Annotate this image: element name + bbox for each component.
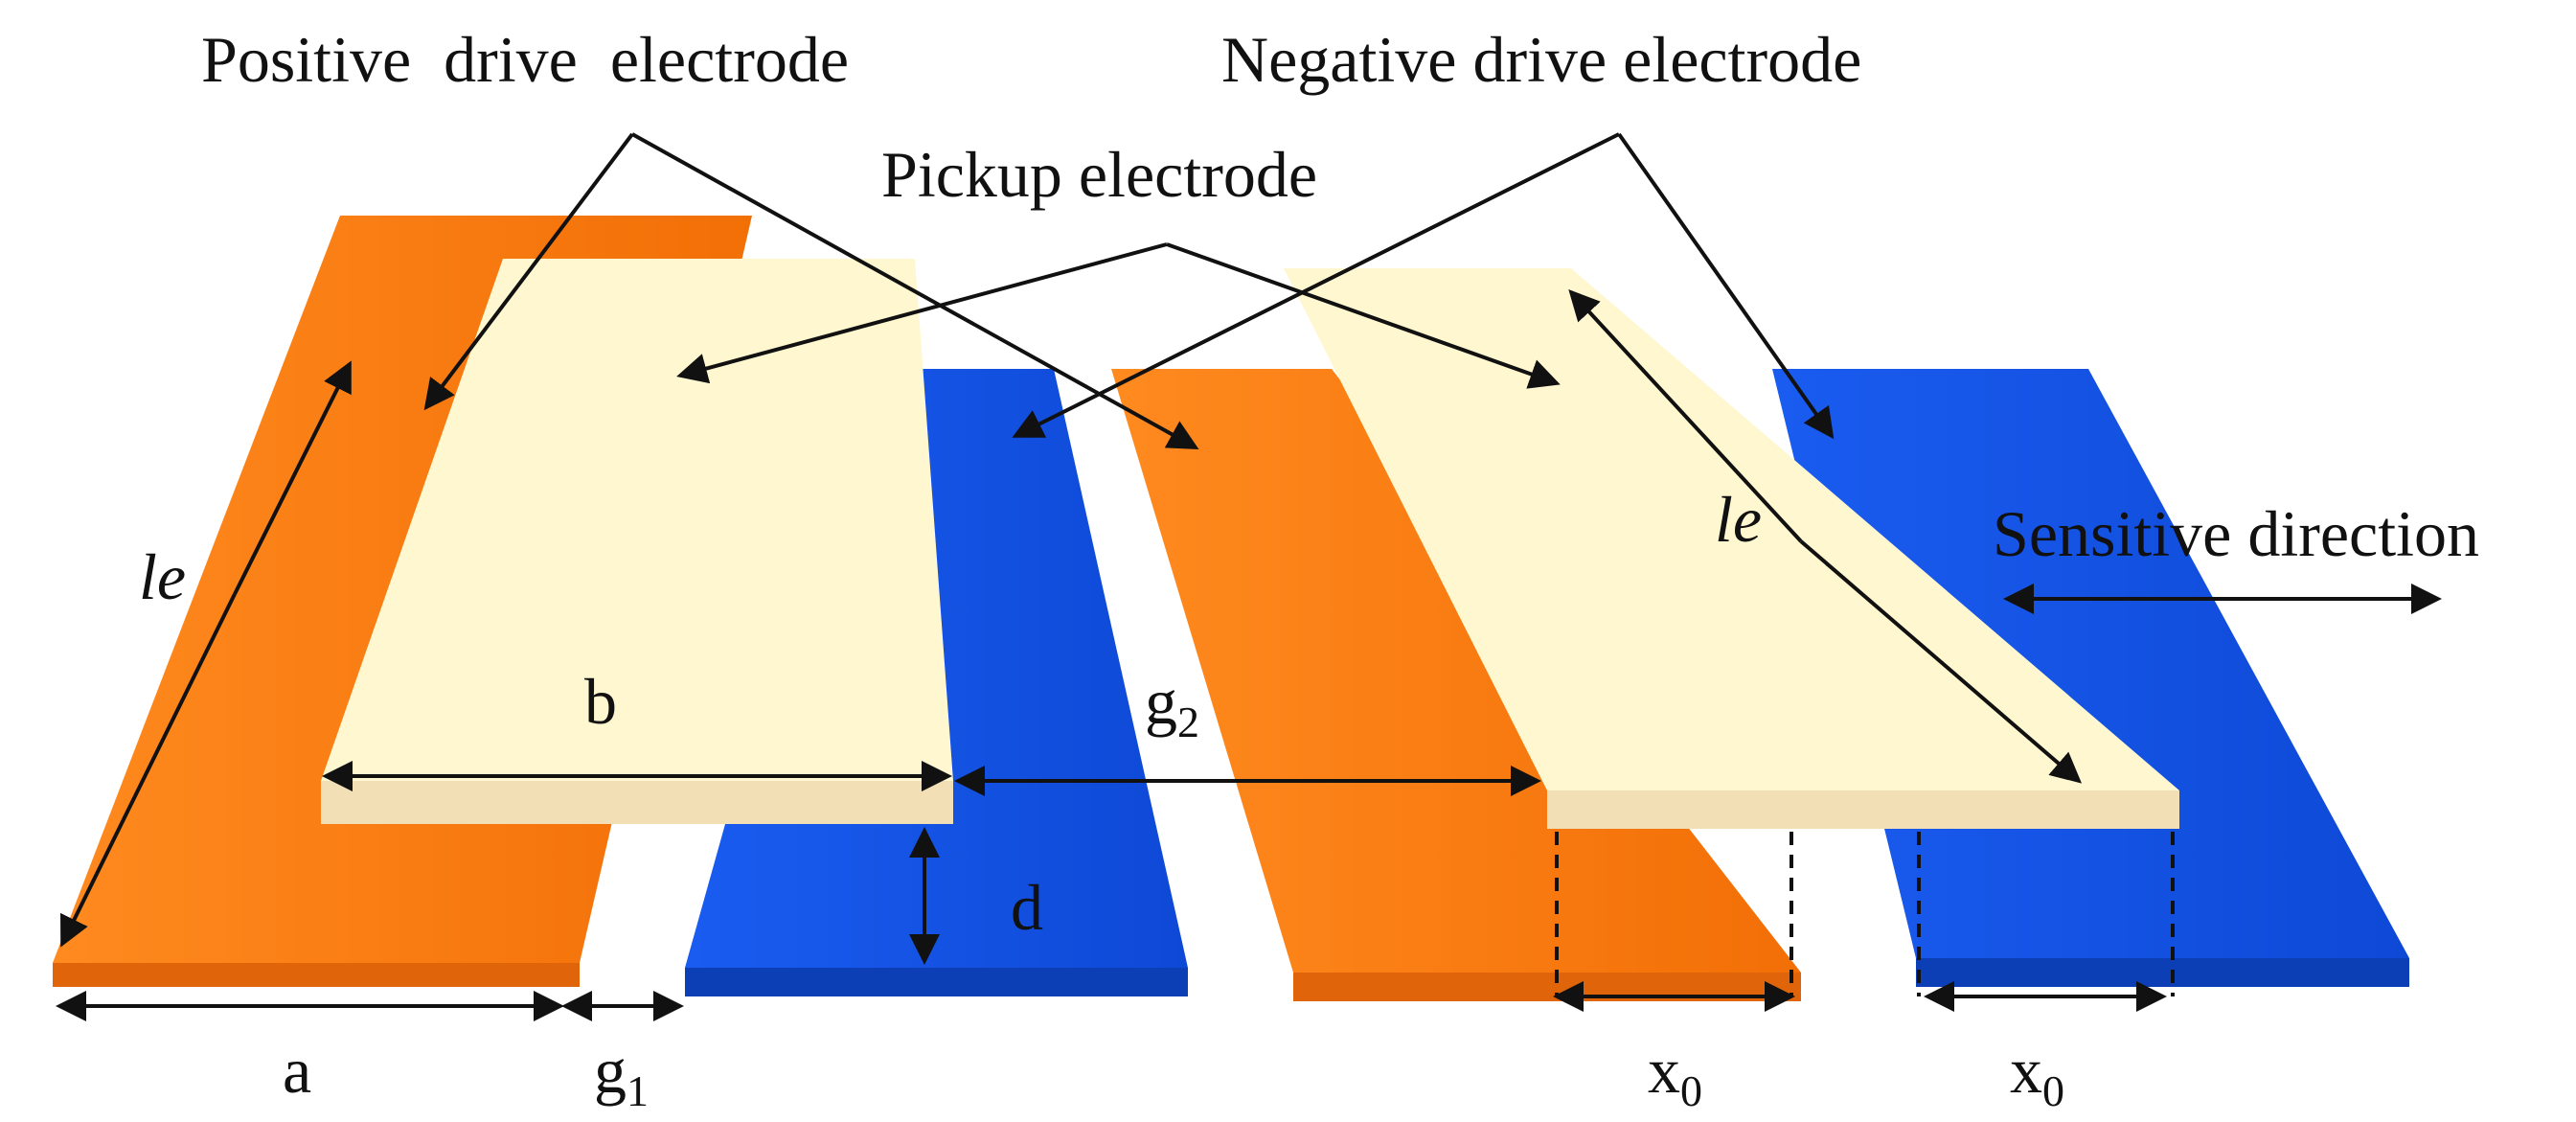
pickup-title: Pickup electrode bbox=[881, 138, 1317, 211]
pickup-pointers bbox=[676, 242, 1561, 389]
negative-drive-pointers bbox=[1012, 132, 1835, 440]
le-right-label: le bbox=[1715, 483, 1762, 556]
x0-right-sub: 0 bbox=[2042, 1066, 2064, 1115]
x0-left-sub: 0 bbox=[1680, 1066, 1702, 1115]
x0-left-label: x0 bbox=[1648, 1034, 1702, 1115]
dimension-arrows bbox=[56, 289, 2442, 1021]
x0-left-base: x bbox=[1648, 1034, 1680, 1107]
positive-drive-title: Positive drive electrode bbox=[201, 23, 849, 96]
pickup-electrode-right bbox=[1284, 268, 2179, 829]
b-label: b bbox=[584, 665, 617, 738]
pickup-electrode-left bbox=[321, 259, 953, 824]
g2-sub: 2 bbox=[1177, 698, 1199, 746]
le-left-label: le bbox=[139, 540, 186, 613]
negative-drive-title: Negative drive electrode bbox=[1221, 23, 1861, 96]
x0-right-label: x0 bbox=[2010, 1034, 2064, 1115]
g2-base: g bbox=[1145, 665, 1177, 738]
le-left-arrow bbox=[60, 593, 237, 948]
g1-sub: 1 bbox=[627, 1066, 649, 1115]
g1-label: g1 bbox=[594, 1034, 649, 1115]
g2-label: g2 bbox=[1145, 665, 1199, 746]
d-label: d bbox=[1011, 871, 1043, 944]
sensitive-direction-label: Sensitive direction bbox=[1993, 497, 2479, 570]
a-label: a bbox=[283, 1034, 311, 1107]
g1-base: g bbox=[594, 1034, 627, 1107]
positive-drive-pointers bbox=[423, 132, 1199, 449]
le-right-arrow bbox=[1799, 539, 2083, 784]
x0-right-base: x bbox=[2010, 1034, 2042, 1107]
overlap-guides bbox=[1555, 832, 2175, 996]
